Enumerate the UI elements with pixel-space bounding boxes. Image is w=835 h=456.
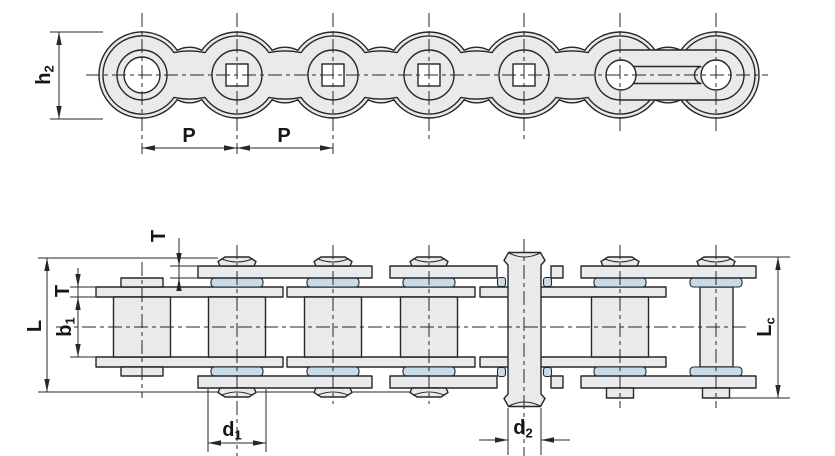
- dim-label-L: L: [24, 320, 46, 332]
- side-view: h2 P P: [33, 13, 768, 154]
- dim-pitch: P P: [142, 125, 333, 151]
- dim-d2: d2: [479, 408, 570, 455]
- dim-L: L: [24, 258, 50, 392]
- plan-view: L T T b1 d1 d2: [24, 230, 790, 456]
- o-ring: [496, 276, 507, 288]
- o-ring: [542, 366, 553, 378]
- dim-label-t-inner: T: [52, 285, 74, 297]
- dim-label-t-outer: T: [148, 230, 170, 242]
- dim-T-inner-b1: T b1: [52, 268, 97, 358]
- dim-label-b1: b1: [54, 317, 78, 336]
- dim-label-p1: P: [182, 125, 195, 147]
- o-ring: [496, 366, 507, 378]
- dim-label-Lc: Lc: [754, 317, 778, 336]
- inner-plates: [95, 286, 667, 368]
- dim-label-h2: h2: [33, 65, 57, 84]
- dim-T-outer: T: [148, 230, 199, 291]
- side-view-centerlines: [86, 13, 768, 154]
- dim-label-d1: d1: [222, 419, 241, 443]
- dim-Lc: Lc: [729, 256, 790, 399]
- dim-label-d2: d2: [513, 417, 532, 441]
- outer-plates: [197, 265, 757, 389]
- plan-view-centerlines: [56, 239, 748, 456]
- dim-d1: d1: [207, 389, 267, 452]
- pin-heads-top: [217, 256, 736, 267]
- pin-heads-bottom: [217, 387, 731, 399]
- o-ring: [542, 276, 553, 288]
- dim-h2: h2: [33, 31, 103, 120]
- dim-label-p2: P: [277, 125, 290, 147]
